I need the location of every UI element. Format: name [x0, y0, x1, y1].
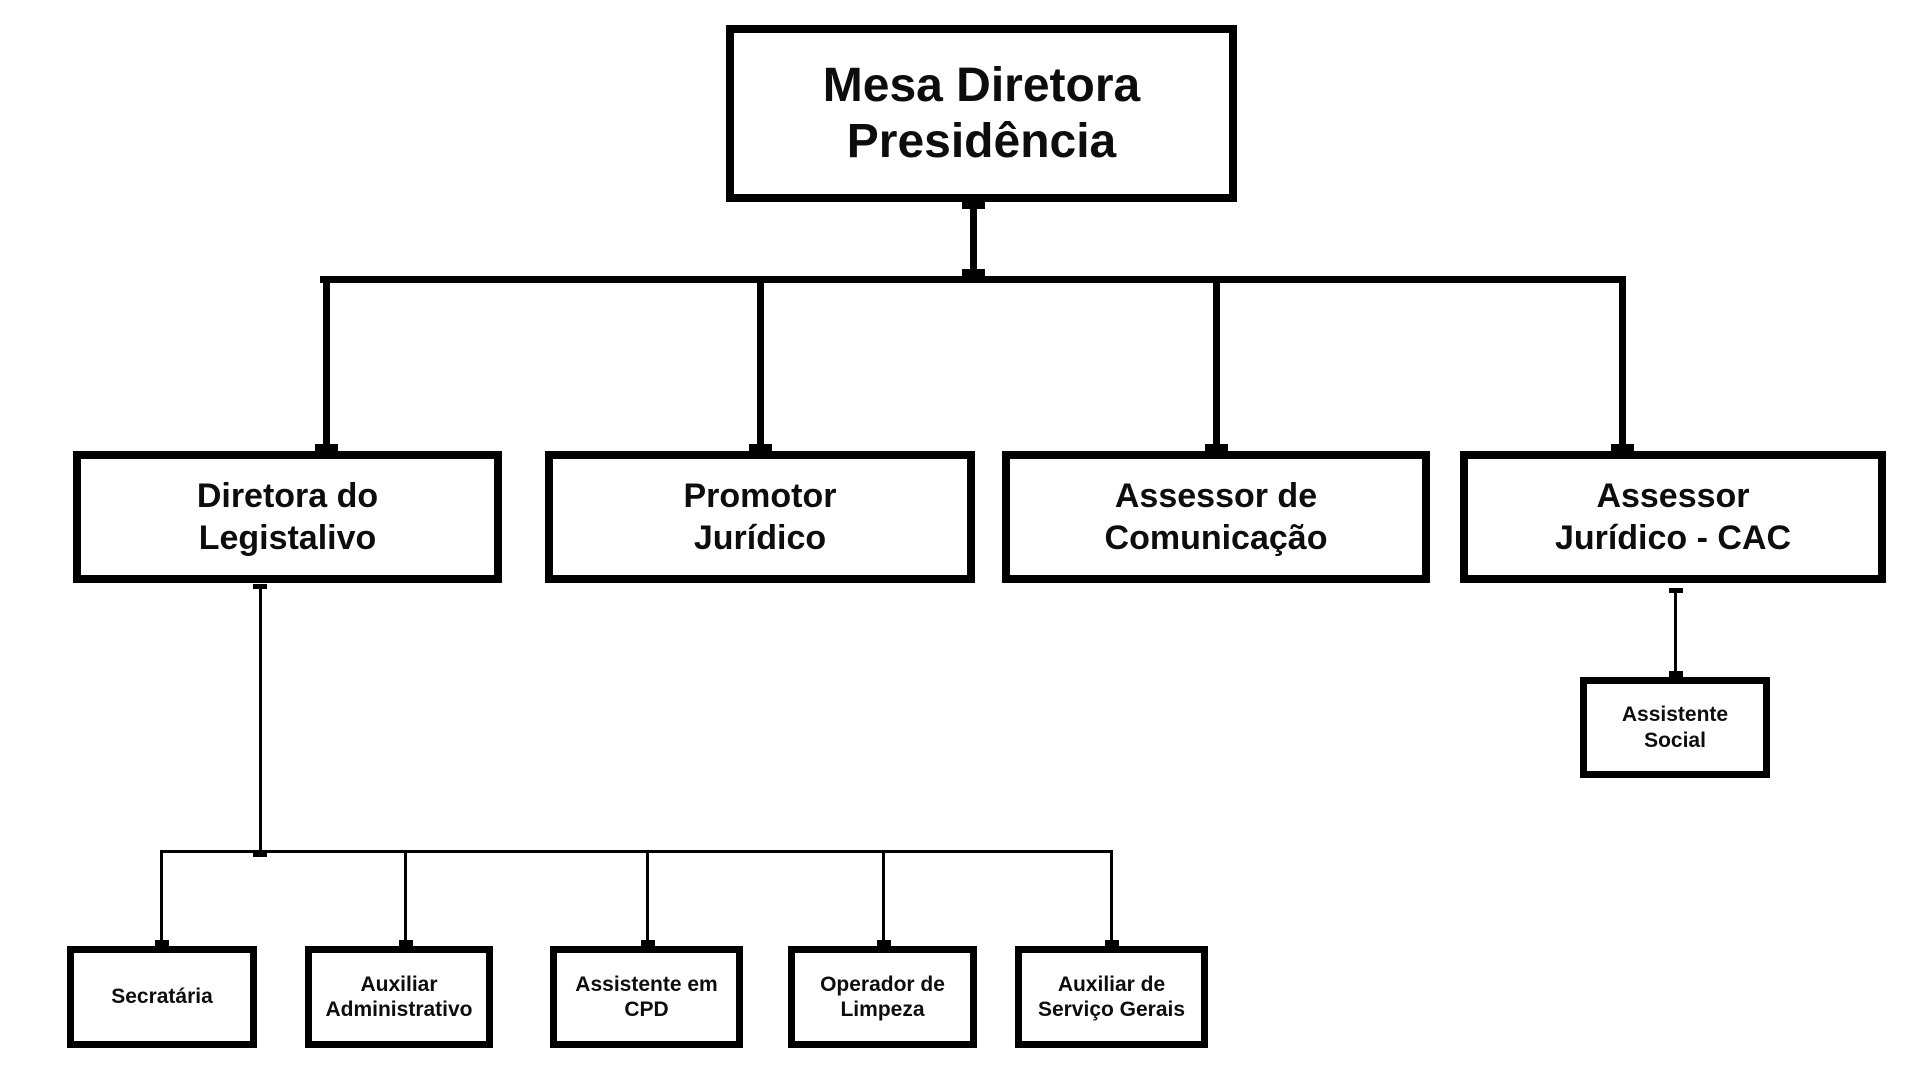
connector-legislativo-stem-nub: [253, 584, 267, 589]
node-promotor-juridico-label: Promotor Jurídico: [683, 476, 837, 557]
node-assessor-juridico-cac-label: Assessor Jurídico - CAC: [1554, 476, 1792, 557]
connector-drop-aux-administrativo-nub: [399, 940, 413, 946]
node-auxiliar-servico-gerais-label: Auxiliar de Serviço Gerais: [1037, 972, 1186, 1021]
connector-drop-servicos-gerais: [1110, 853, 1113, 946]
connector-drop-aux-administrativo: [404, 853, 407, 946]
node-auxiliar-servico-gerais: Auxiliar de Serviço Gerais: [1015, 946, 1208, 1048]
connector-drop-secretaria: [160, 853, 163, 946]
connector-root-stem-cap-top: [962, 202, 985, 209]
connector-legislativo-stem: [259, 584, 262, 852]
node-assistente-social: Assistente Social: [1580, 677, 1770, 778]
node-assistente-social-label: Assistente Social: [1621, 703, 1729, 752]
node-auxiliar-administrativo-label: Auxiliar Administrativo: [325, 972, 473, 1021]
node-secretaria-label: Secratária: [111, 985, 213, 1009]
node-assistente-cpd: Assistente em CPD: [550, 946, 743, 1048]
connector-branch-promotor: [757, 283, 764, 451]
connector-drop-servicos-gerais-nub: [1105, 940, 1119, 946]
connector-branch-comunicacao-cap: [1205, 444, 1228, 451]
connector-root-stem-cap-bottom: [962, 269, 985, 276]
node-diretora-legislativo: Diretora do Legistalivo: [73, 451, 502, 583]
connector-drop-cpd-nub: [641, 940, 655, 946]
node-assessor-juridico-cac: Assessor Jurídico - CAC: [1460, 451, 1886, 583]
node-diretora-legislativo-label: Diretora do Legistalivo: [196, 476, 379, 557]
node-promotor-juridico: Promotor Jurídico: [545, 451, 975, 583]
node-assessor-comunicacao: Assessor de Comunicação: [1002, 451, 1430, 583]
connector-branch-legislativo: [323, 283, 330, 451]
node-mesa-diretora: Mesa Diretora Presidência: [726, 25, 1237, 202]
connector-branch-cac-cap: [1611, 444, 1634, 451]
connector-cac-stem-nub-bottom: [1669, 671, 1683, 677]
node-operador-limpeza: Operador de Limpeza: [788, 946, 977, 1048]
connector-cac-stem-nub-top: [1669, 588, 1683, 593]
connector-branch-legislativo-cap: [315, 444, 338, 451]
connector-drop-cpd: [646, 853, 649, 946]
node-secretaria: Secratária: [67, 946, 257, 1048]
node-assessor-comunicacao-label: Assessor de Comunicação: [1104, 476, 1328, 557]
connector-branch-promotor-cap: [749, 444, 772, 451]
node-auxiliar-administrativo: Auxiliar Administrativo: [305, 946, 493, 1048]
node-operador-limpeza-label: Operador de Limpeza: [820, 972, 945, 1021]
connector-drop-limpeza-nub: [877, 940, 891, 946]
connector-branch-cac: [1619, 283, 1626, 451]
connector-cac-stem: [1674, 588, 1677, 677]
node-mesa-diretora-label: Mesa Diretora Presidência: [822, 58, 1141, 168]
connector-branch-comunicacao: [1213, 283, 1220, 451]
connector-root-stem: [970, 202, 977, 279]
connector-drop-secretaria-nub: [155, 940, 169, 946]
connector-distribution-line: [320, 276, 1626, 283]
connector-sub-distribution-line: [160, 850, 1113, 853]
connector-legislativo-junction-nub: [253, 852, 267, 857]
node-assistente-cpd-label: Assistente em CPD: [575, 972, 718, 1021]
connector-drop-limpeza: [882, 853, 885, 946]
